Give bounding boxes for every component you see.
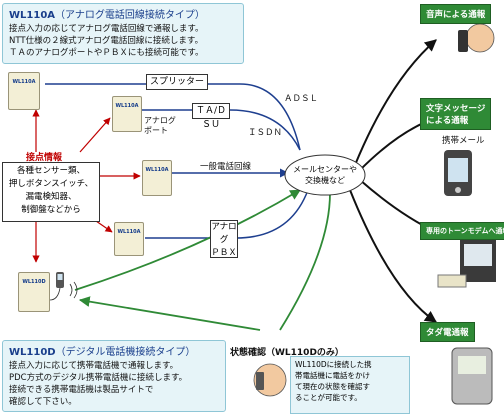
status-line-1: 帯電話機に電話をかけ: [295, 371, 370, 380]
center-ellipse: [284, 154, 366, 196]
contact-line-1: 押しボタンスイッチ、: [8, 179, 94, 189]
wl110a-subtitle: （アナログ電話回線接続タイプ）: [55, 10, 205, 21]
contact-box: 各種センサー類、 押しボタンスイッチ、 漏電検知器、 制御盤などから: [2, 162, 100, 222]
device-wl110a-4: WL110A: [114, 222, 144, 256]
device-wl110d: WL110D: [18, 272, 50, 312]
analog-port-label: アナログ ポート: [144, 116, 176, 136]
analog-port-line-1: ポート: [144, 126, 168, 135]
output-text: 文字メッセージ による通報: [420, 98, 492, 130]
wl110d-title: WL110D（デジタル電話機接続タイプ）: [9, 343, 219, 358]
wl110d-subtitle: （デジタル電話機接続タイプ）: [55, 347, 196, 358]
isdn-label: ＩＳＤＮ: [248, 128, 283, 138]
line-ta: [140, 109, 301, 151]
green-paths: [74, 189, 331, 331]
wl110a-title: WL110A（アナログ電話回線接続タイプ）: [9, 6, 237, 21]
device-wl110a-1: WL110A: [8, 72, 40, 110]
contact-line-0: 各種センサー類、: [16, 166, 85, 176]
tone-modem-icon: [437, 240, 496, 288]
device-wl110a-2: WL110A: [112, 96, 142, 132]
status-box: WL110Dに接続した携 帯電話機に電話をかけ て現在の状態を確認す ることが可…: [290, 356, 410, 414]
person-phone-icon: [458, 23, 495, 53]
output-pager-label: タダ電通報: [426, 328, 469, 338]
pbx-box: アナログ ＰＢＸ: [210, 220, 238, 258]
device-label: WL110A: [115, 103, 139, 109]
output-pager: タダ電通報: [420, 322, 475, 342]
wl110a-line-0: 接点入力の応じてアナログ電話回線で通報します。: [9, 24, 204, 34]
mobile-mail-icon: [444, 150, 472, 196]
output-text-line-1: による通報: [426, 116, 469, 126]
wl110d-cable: [49, 287, 61, 301]
wl110d-line-0: 接点入力に応じて携帯電話機で通報します。: [9, 361, 179, 371]
ta-dsu-box: ＴＡ/ＤＳＵ: [192, 103, 230, 130]
status-title: 状態確認（WL110Dのみ）: [230, 348, 344, 358]
line-pbx: [145, 189, 309, 239]
wl110d-callout: WL110D（デジタル電話機接続タイプ） 接点入力に応じて携帯電話機で通報します…: [2, 340, 226, 412]
wl110a-line-1: NTT仕様の２線式アナログ電話回線に接続します。: [9, 36, 204, 46]
pbx-line-0: アナログ: [211, 222, 237, 245]
output-voice: 音声による通報: [420, 4, 492, 24]
wl110a-line-2: ＴＡのアナログポートやＰＢＸにも接続可能です。: [9, 48, 204, 58]
output-voice-label: 音声による通報: [426, 10, 486, 20]
general-line-label: 一般電話回線: [200, 162, 252, 172]
center-line-1: 交換機など: [305, 176, 345, 185]
pbx-line-1: ＰＢＸ: [211, 248, 237, 258]
device-label: WL110A: [12, 79, 36, 85]
contact-line-3: 制御盤などから: [21, 205, 81, 215]
wl110d-line-3: 確認して下さい。: [9, 397, 77, 407]
output-text-sub: 携帯メール: [442, 136, 485, 146]
device-label: WL110A: [117, 229, 141, 235]
status-line-0: WL110Dに接続した携: [295, 360, 372, 369]
contact-title: 接点情報: [26, 153, 63, 163]
adsl-label: ＡＤＳＬ: [284, 94, 319, 104]
wl110a-callout: WL110A（アナログ電話回線接続タイプ） 接点入力の応じてアナログ電話回線で通…: [2, 3, 244, 64]
contact-line-2: 漏電検知器、: [25, 192, 77, 202]
output-text-line-0: 文字メッセージ: [426, 104, 486, 114]
wl110d-line-1: PDC方式のデジタル携帯電話機に接続します。: [9, 373, 188, 383]
splitter-box: スプリッター: [146, 74, 208, 90]
pager-icon: [451, 347, 493, 405]
status-person-icon: [253, 363, 287, 397]
device-label: WL110A: [145, 167, 169, 173]
wl110d-model: WL110D: [9, 347, 56, 358]
device-label: WL110D: [22, 279, 46, 285]
status-line-2: て現在の状態を確認す: [295, 382, 370, 391]
center-label: メールセンターや 交換機など: [290, 164, 360, 186]
output-modem: 専用のトーンモデムへ通報: [420, 222, 504, 240]
device-wl110a-3: WL110A: [142, 160, 172, 196]
status-line-3: ることが可能です。: [295, 393, 362, 402]
analog-port-line-0: アナログ: [144, 116, 176, 125]
mobile-phone-icon: [56, 272, 64, 288]
signal-waves: [69, 281, 78, 299]
wl110d-line-2: 接続できる携帯電話機は製品サイトで: [9, 385, 154, 395]
wl110a-model: WL110A: [9, 10, 56, 21]
output-modem-label: 専用のトーンモデムへ通報: [426, 227, 504, 235]
center-line-0: メールセンターや: [293, 165, 357, 174]
